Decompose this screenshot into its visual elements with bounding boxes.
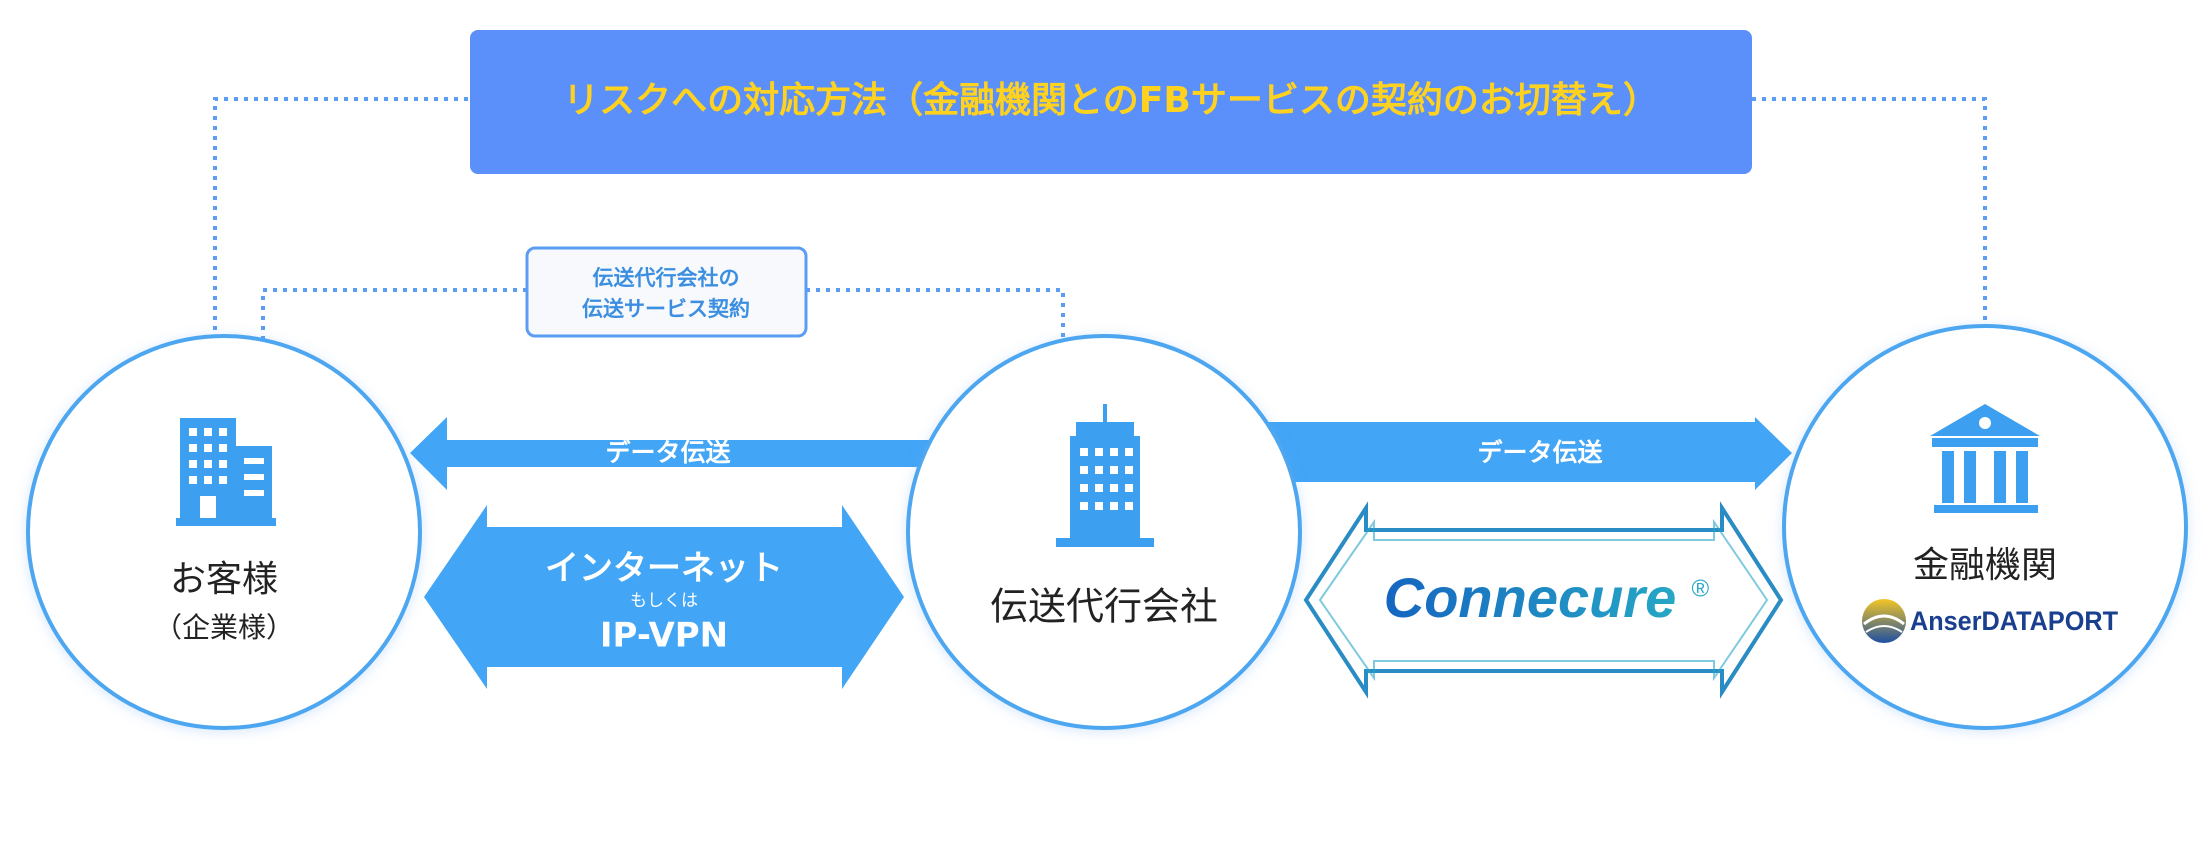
- data-arrow-to-customer-label: データ伝送: [605, 438, 730, 467]
- agent-name: 伝送代行会社: [990, 585, 1218, 629]
- connecure-double-arrow: Connecure ®: [1303, 501, 1784, 699]
- tower-building-icon: [1056, 404, 1154, 547]
- contract-label-line2: 伝送サービス契約: [582, 297, 750, 321]
- office-buildings-icon: [176, 418, 276, 526]
- customer-name: お客様: [170, 559, 278, 600]
- data-arrow-to-bank-label: データ伝送: [1477, 438, 1602, 467]
- risk-banner: リスクへの対応方法（金融機関とのFBサービスの契約のお切替え）: [470, 30, 1752, 174]
- data-arrow-to-customer: データ伝送: [410, 417, 935, 490]
- network-main-label: インターネット: [545, 549, 783, 589]
- bank-icon: [1930, 404, 2040, 513]
- connecure-logo: Connecure: [1384, 566, 1677, 629]
- risk-connector-line: [213, 97, 1987, 330]
- anser-dataport-logo: AnserDATAPORT: [1862, 599, 2118, 643]
- contract-label-box: 伝送代行会社の 伝送サービス契約: [525, 246, 808, 338]
- customer-sub: （企業様）: [154, 611, 294, 644]
- contract-connector-line: [261, 288, 1065, 340]
- network-double-arrow: インターネット もしくは IP-VPN: [424, 505, 904, 689]
- network-or-label: もしくは: [630, 591, 698, 611]
- contract-label-line1: 伝送代行会社の: [593, 266, 740, 290]
- connecure-registered-mark: ®: [1691, 575, 1709, 602]
- banner-title: リスクへの対応方法（金融機関とのFBサービスの契約のお切替え）: [563, 79, 1659, 121]
- anser-dataport-logo-text: AnserDATAPORT: [1910, 606, 2118, 636]
- customer-node: [26, 334, 422, 730]
- network-alt-label: IP-VPN: [600, 616, 728, 656]
- data-arrow-to-bank: データ伝送: [1268, 417, 1792, 490]
- bank-node: [1782, 324, 2188, 730]
- bank-name: 金融機関: [1913, 545, 2057, 586]
